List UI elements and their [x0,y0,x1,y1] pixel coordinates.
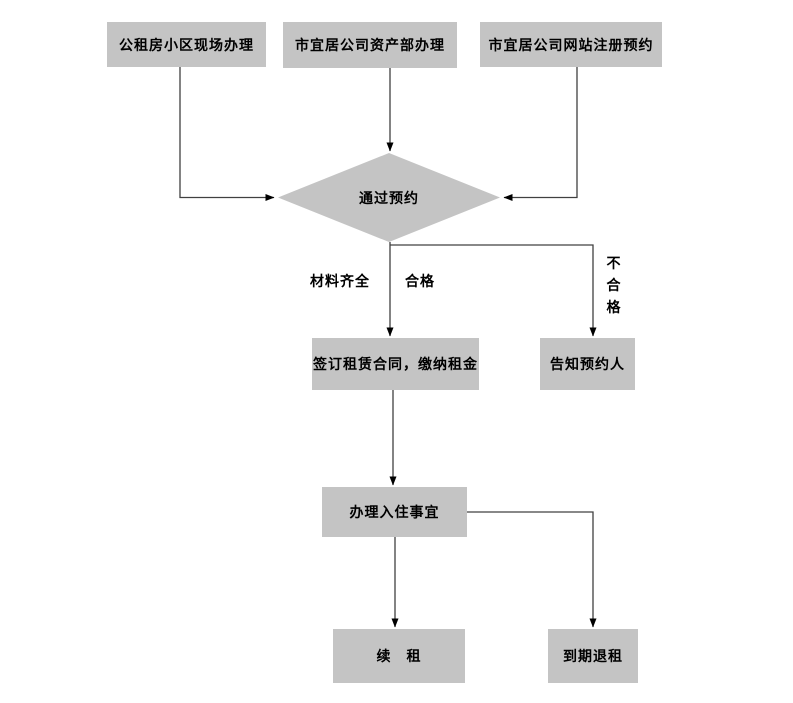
node-notify-applicant: 告知预约人 [540,338,635,390]
edge-decision-to-notify [390,244,597,337]
node-sign-contract: 签订租赁合同，缴纳租金 [312,338,479,390]
node-website-registration: 市宜居公司网站注册预约 [480,22,662,67]
edge-label-materials-complete: 材料齐全 [310,273,370,289]
edge-label-qualified: 合格 [405,273,435,289]
node-asset-department: 市宜居公司资产部办理 [283,22,457,68]
edge-label-unqualified: 不合格 [606,255,621,315]
edge-checkin-to-expire [467,511,597,628]
node-site-office: 公租房小区现场办理 [107,22,266,67]
node-renew-lease: 续 租 [333,629,465,683]
edge-website-to-decision [503,67,578,201]
node-checkin-procedure: 办理入住事宜 [322,487,467,537]
edge-site-to-decision [179,67,275,201]
node-expire-return: 到期退租 [548,629,638,683]
